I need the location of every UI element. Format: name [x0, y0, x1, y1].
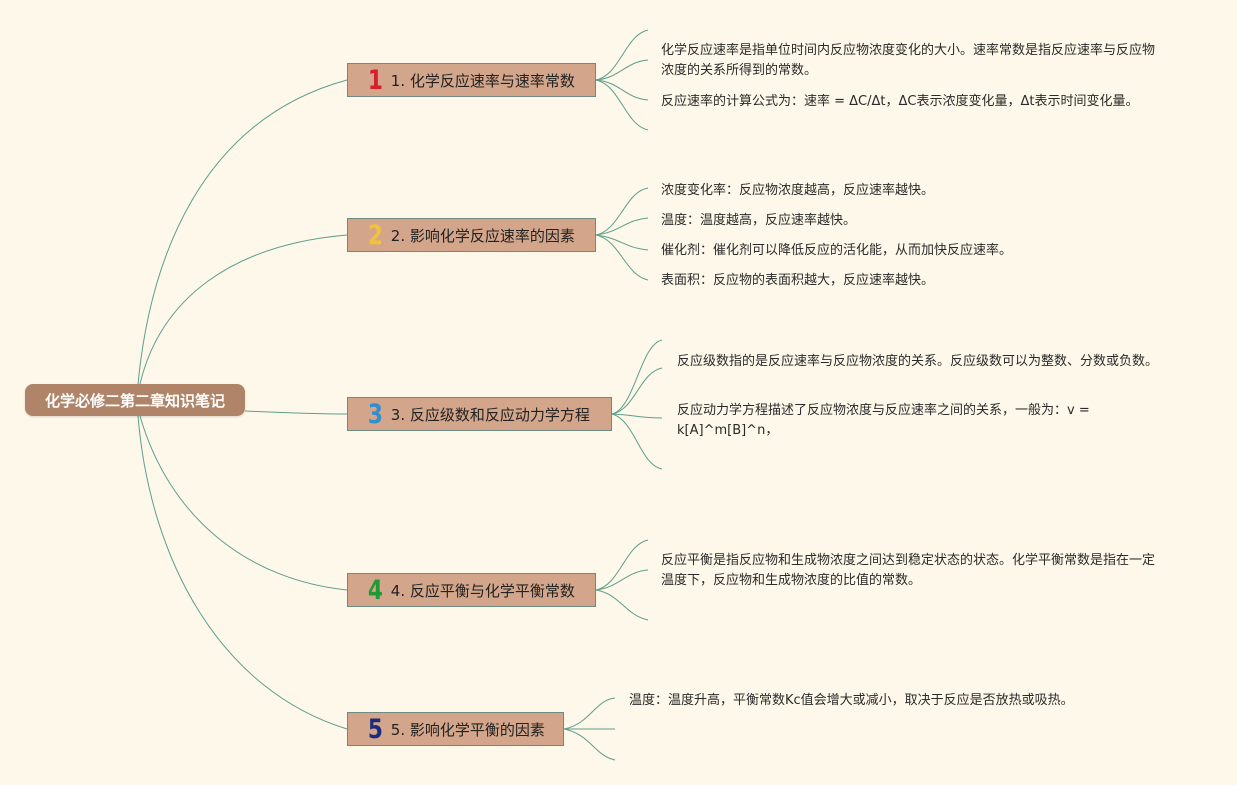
number-1-icon: 1 [367, 64, 383, 96]
topic-label: 1. 化学反应速率与速率常数 [390, 71, 575, 90]
note-1-1: 化学反应速率是指单位时间内反应物浓度变化的大小。速率常数是指反应速率与反应物浓度… [661, 43, 1156, 78]
root-node[interactable]: 化学必修二第二章知识笔记 [25, 384, 245, 416]
note-2-1: 浓度变化率：反应物浓度越高，反应速率越快。 [661, 183, 935, 198]
note-2-4: 表面积：反应物的表面积越大，反应速率越快。 [661, 273, 935, 288]
root-title: 化学必修二第二章知识笔记 [44, 391, 225, 410]
link-root-topic-2 [139, 234, 348, 385]
number-5-icon: 5 [367, 713, 383, 745]
note-2-2: 温度：温度越高，反应速率越快。 [661, 213, 857, 228]
note-3-2: 反应动力学方程描述了反应物浓度与反应速率之间的关系，一般为：v = k[A]^m… [677, 403, 1090, 438]
note-3-1: 反应级数指的是反应速率与反应物浓度的关系。反应级数可以为整数、分数或负数。 [677, 354, 1159, 369]
topic-label: 2. 影响化学反应速率的因素 [390, 226, 575, 245]
link-root-topic-3 [244, 410, 348, 415]
topic-node-3[interactable]: 3 3. 反应级数和反应动力学方程 [347, 397, 612, 431]
link-root-topic-5 [137, 415, 348, 730]
note-2-3: 催化剂：催化剂可以降低反应的活化能，从而加快反应速率。 [661, 243, 1013, 258]
note-4-1: 反应平衡是指反应物和生成物浓度之间达到稳定状态的状态。化学平衡常数是指在一定温度… [661, 553, 1156, 588]
topic-node-2[interactable]: 2 2. 影响化学反应速率的因素 [347, 218, 596, 252]
topic-node-5[interactable]: 5 5. 影响化学平衡的因素 [347, 712, 564, 746]
topic-label: 3. 反应级数和反应动力学方程 [390, 405, 590, 424]
note-5-1: 温度：温度升高，平衡常数Kc值会增大或减小，取决于反应是否放热或吸热。 [629, 693, 1074, 708]
link-root-topic-1 [137, 79, 348, 385]
number-2-icon: 2 [367, 219, 383, 251]
topic-label: 4. 反应平衡与化学平衡常数 [390, 581, 575, 600]
number-4-icon: 4 [367, 574, 383, 606]
topic-node-1[interactable]: 1 1. 化学反应速率与速率常数 [347, 63, 596, 97]
note-1-2: 反应速率的计算公式为：速率 = ΔC/Δt，ΔC表示浓度变化量，Δt表示时间变化… [661, 94, 1139, 109]
topic-label: 5. 影响化学平衡的因素 [390, 720, 545, 739]
link-root-topic-4 [139, 415, 348, 591]
number-3-icon: 3 [367, 398, 383, 430]
topic-node-4[interactable]: 4 4. 反应平衡与化学平衡常数 [347, 573, 596, 607]
